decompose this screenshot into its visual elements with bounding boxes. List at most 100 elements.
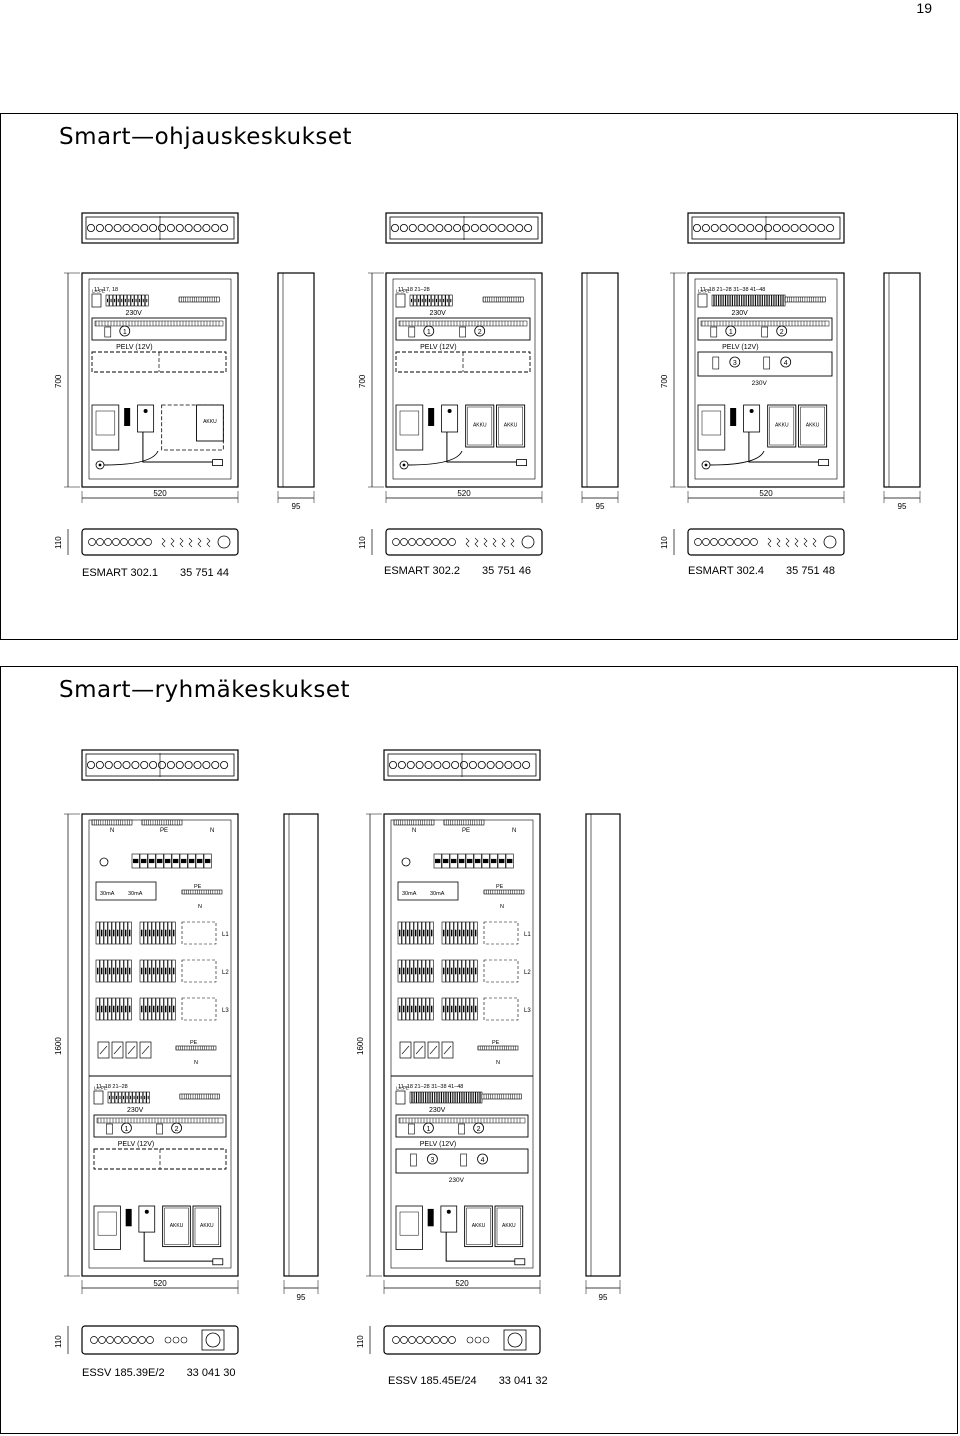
- pelv-label: PELV (12V): [722, 344, 758, 351]
- mcb-group: [441, 997, 478, 1021]
- relay-rail: [697, 317, 833, 341]
- width-dimension: 520: [383, 1279, 541, 1294]
- side-view: [277, 272, 315, 488]
- battery-block: AKKU: [91, 404, 224, 467]
- breaker-row: [105, 294, 149, 307]
- connector: [212, 459, 224, 467]
- battery: [798, 404, 828, 448]
- product-code: 35 751 46: [482, 565, 531, 577]
- circuit-marker: 1: [119, 325, 131, 337]
- breaker-group-label: 11–18 21–28: [398, 287, 430, 293]
- depth-value: 95: [297, 1293, 306, 1302]
- battery: [496, 404, 526, 448]
- width-dimension: 520: [687, 489, 845, 503]
- pe-label: PE: [190, 1040, 198, 1046]
- circuit-marker: 2: [171, 1122, 183, 1134]
- relay-module: [761, 326, 769, 338]
- cabinet-outline: [687, 272, 845, 488]
- circuit-marker: 4: [477, 1153, 488, 1165]
- circuit-marker: 2: [473, 1122, 485, 1134]
- width-value: 520: [759, 489, 773, 498]
- width-dimension: 520: [385, 489, 543, 503]
- fuse: [124, 408, 131, 426]
- supply-voltage-label: 230V: [126, 310, 143, 317]
- height-dimension: 700: [54, 272, 80, 488]
- top-view-cable-glands: [385, 212, 543, 244]
- smart-controller: [93, 1205, 121, 1250]
- bottom-outline: [81, 528, 239, 556]
- relay-module: [104, 326, 112, 338]
- smart-controller: [697, 404, 726, 451]
- height-value: 1600: [356, 1037, 365, 1055]
- relay-module: [763, 356, 771, 370]
- battery-label: AKKU: [473, 423, 487, 429]
- pe-label: PE: [492, 1040, 500, 1046]
- smart-controller: [91, 404, 120, 451]
- pe-terminal: [175, 1045, 217, 1051]
- bottom-view: [383, 1325, 541, 1355]
- pelv-rail: [395, 1148, 529, 1174]
- rcd-label: 30mA: [100, 891, 115, 897]
- la-pe-block: [91, 293, 102, 308]
- supply-voltage-label: 230V: [430, 310, 447, 317]
- la-pe-block: [93, 1090, 104, 1105]
- power-supply: [441, 404, 459, 433]
- circuit-number: 1: [729, 329, 733, 336]
- bottom-depth-value: 110: [358, 536, 367, 549]
- pe-terminal: [141, 819, 183, 826]
- side-outline: [585, 813, 621, 1277]
- mcb-group: [441, 959, 478, 983]
- width-value: 520: [153, 1279, 167, 1288]
- bottom-depth-value: 110: [660, 536, 669, 549]
- bottom-depth-value: 110: [54, 1335, 63, 1348]
- circuit-number: 2: [780, 329, 784, 336]
- terminal-strip: [481, 1093, 522, 1100]
- circuit-number: 1: [123, 329, 127, 336]
- bottom-view: [687, 528, 845, 556]
- cable: [748, 432, 819, 463]
- section-group-centers: Smart—ryhmäkeskukset: [0, 666, 958, 1434]
- smart-controller: [395, 1205, 423, 1250]
- circuit-number: 1: [426, 1126, 430, 1133]
- la-pe-label: LA.PE: [396, 1086, 409, 1091]
- phase-row: L1: [397, 921, 531, 945]
- breaker-row: [409, 294, 453, 307]
- pe-label: PE: [194, 884, 202, 890]
- circuit-marker: 1: [121, 1122, 132, 1134]
- relay-module: [460, 1153, 467, 1167]
- battery: [196, 404, 224, 442]
- earth-wire: [709, 450, 765, 466]
- n-label: N: [210, 828, 214, 834]
- relay-module: [410, 1153, 417, 1167]
- depth-value: 95: [596, 502, 605, 511]
- top-view-cable-glands: [81, 749, 239, 781]
- circuit-number: 2: [175, 1126, 179, 1133]
- la-pe-label: LA.PE: [396, 289, 409, 294]
- fuse: [730, 408, 737, 426]
- power-supply: [440, 1205, 458, 1233]
- cabinet-outline: [81, 272, 239, 488]
- n-label: N: [500, 904, 504, 910]
- relay-module: [712, 356, 720, 370]
- n-label: N: [412, 828, 416, 834]
- depth-value: 95: [898, 502, 907, 511]
- smart-controller: [395, 404, 424, 451]
- top-view-cable-glands: [687, 212, 845, 244]
- circuit-marker: 4: [780, 356, 792, 368]
- relay-module: [408, 1123, 415, 1135]
- terminal-strip: [178, 296, 220, 303]
- relay-module: [459, 326, 467, 338]
- circuit-number: 2: [478, 329, 482, 336]
- bottom-outline: [383, 1325, 541, 1355]
- reserve-space: [181, 959, 217, 983]
- model-number: ESSV 185.45E/24: [388, 1375, 477, 1387]
- circuit-number: 4: [784, 360, 788, 367]
